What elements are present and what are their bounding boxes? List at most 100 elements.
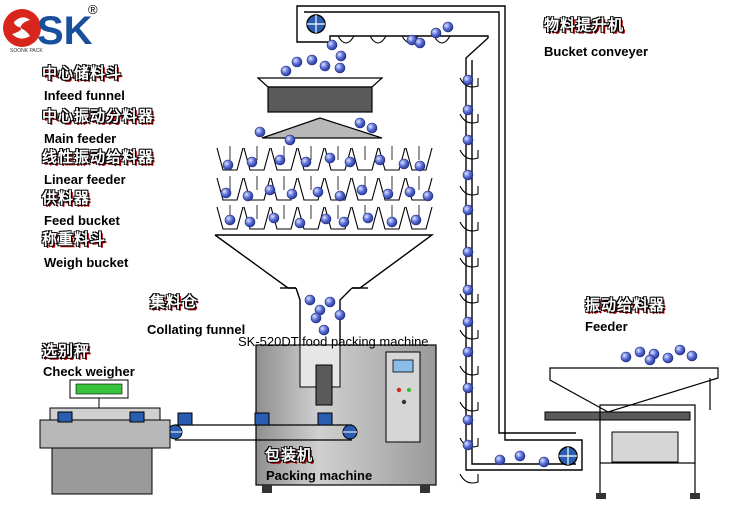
bucket-conveyer-label: Bucket conveyer [544,44,649,59]
product-ball [462,246,474,258]
product-ball [319,60,331,72]
product-ball [674,344,686,356]
linear-feeder-label: Linear feeder [44,172,126,187]
infeed-funnel [256,77,384,113]
feeder-cn-label: 振动给料器 [585,296,666,314]
registered-mark: ® [88,2,98,17]
feed-bucket-label: Feed bucket [44,213,120,228]
product-ball [246,156,258,168]
product-ball [414,37,426,49]
product-ball [284,134,296,146]
product-ball [286,188,298,200]
product-ball [404,186,416,198]
packing-machine-label: Packing machine [266,468,373,483]
product-ball [462,414,474,426]
brand-logo: SK ® SOONK PACK [3,2,98,54]
weigh-bucket-label: Weigh bucket [44,255,129,270]
product-ball [274,154,286,166]
product-ball [356,184,368,196]
product-ball [220,187,232,199]
weigher-display [75,383,123,395]
product-ball [338,216,350,228]
product-pieces [220,21,698,468]
conveyor-bucket [459,257,479,268]
conveyor-bucket [459,221,479,232]
conveyor-bucket [459,365,479,376]
product-ball [382,188,394,200]
product-ball [312,186,324,198]
feed-bucket-cn-label: 供料器 [42,189,91,207]
check-weigher-label: Check weigher [43,364,135,379]
product-ball [414,160,426,172]
conveyor-bucket [459,473,479,484]
logo-s-mark [12,17,30,39]
check-weigher [39,379,171,495]
conveyor-chain-inner [471,60,576,465]
linear-feeder-cn-label: 线性振动给料器 [42,148,155,166]
product-ball [462,134,474,146]
conveyor-chain-outer [304,11,576,434]
packing-machine-cn-label: 包装机 [265,446,314,464]
infeed-funnel-label: Infeed funnel [44,88,125,103]
product-ball [324,152,336,164]
product-ball [222,159,234,171]
product-ball [362,212,374,224]
product-ball [324,296,336,308]
product-ball [304,294,316,306]
product-ball [334,62,346,74]
bag [57,411,73,423]
conveyor-bucket [337,35,355,44]
product-ball [354,117,366,129]
product-ball [366,122,378,134]
product-ball [224,214,236,226]
product-ball [254,126,266,138]
product-ball [280,65,292,77]
conveyor-bucket [459,293,479,304]
product-ball [462,439,474,451]
product-ball [386,216,398,228]
conveyor-bucket [459,185,479,196]
panel-button-green [406,387,412,393]
product-ball [462,204,474,216]
panel-button-dark [401,399,407,405]
product-ball [644,354,656,366]
logo-letters: SK [37,9,93,53]
feeder-label: Feeder [585,319,628,334]
product-ball [310,312,322,324]
product-ball [422,190,434,202]
bag [317,412,333,426]
product-ball [686,350,698,362]
conveyor-bucket [459,149,479,160]
weigh-bucket-cn-label: 称重料斗 [42,230,107,248]
product-ball [620,351,632,363]
vibrating-feeder [544,367,719,499]
conveyor-bucket [459,329,479,340]
product-ball [334,190,346,202]
product-ball [662,352,674,364]
product-ball [242,190,254,202]
product-ball [244,216,256,228]
infeed-funnel-cn-label: 中心储料斗 [42,64,123,82]
product-ball [538,456,550,468]
collating-funnel-cn-label: 集料仓 [150,293,199,311]
main-feeder-cone [261,117,383,139]
forming-tube [315,364,333,406]
output-conveyor [167,412,358,441]
product-ball [410,214,422,226]
product-ball [462,346,474,358]
product-ball [335,50,347,62]
bucket-conveyer-cn-label: 物料提升机 [544,16,625,34]
product-ball [462,104,474,116]
product-ball [462,74,474,86]
product-ball [634,346,646,358]
main-feeder-label: Main feeder [44,131,117,146]
main-feeder-cn-label: 中心振动分料器 [42,107,155,125]
bag [129,411,145,423]
product-ball [318,324,330,336]
conveyor-bucket [459,113,479,124]
product-ball [326,39,338,51]
collating-funnel-label: Collating funnel [147,322,246,337]
product-ball [462,169,474,181]
logo-tagline: SOONK PACK [10,48,43,54]
